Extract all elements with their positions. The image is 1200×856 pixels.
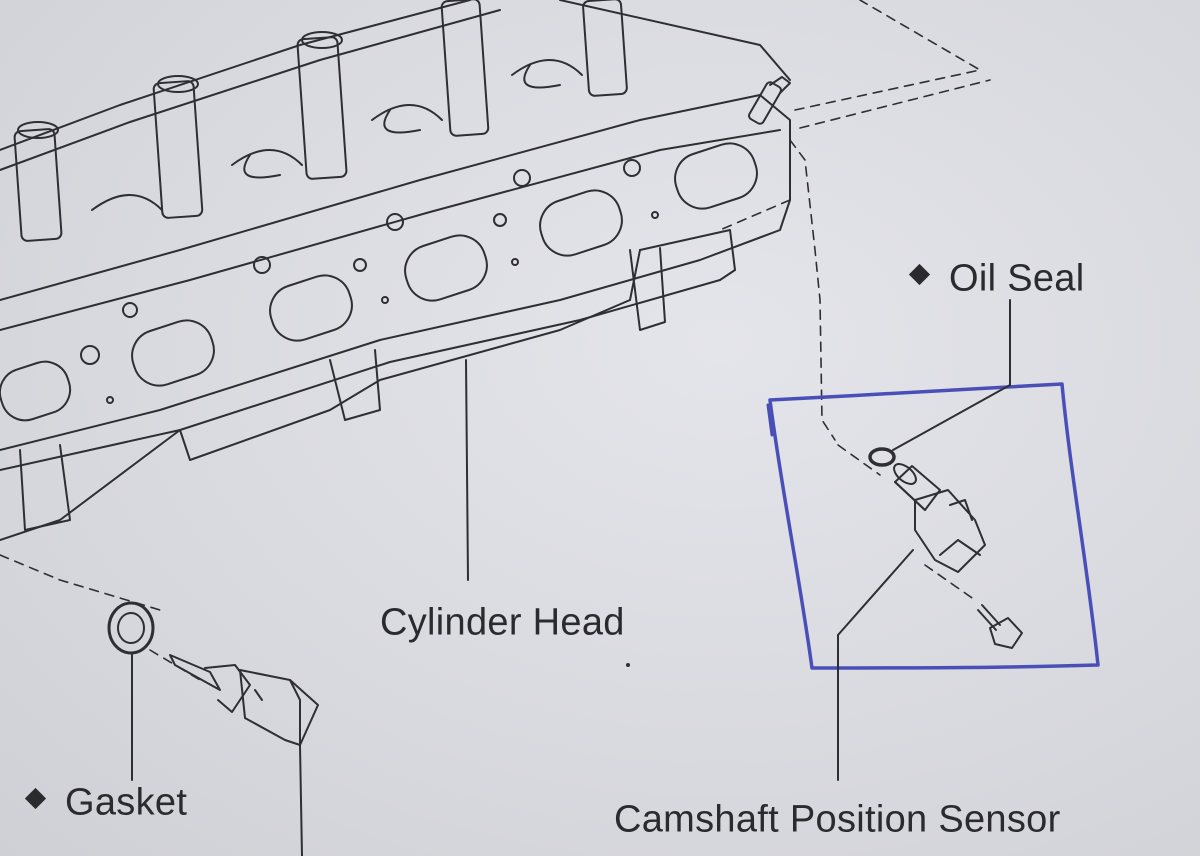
oil-seal-label: Oil Seal (908, 256, 1085, 300)
diamond-icon (908, 264, 931, 286)
camshaft-sensor-illustration (868, 447, 1023, 649)
gasket-label-text: Gasket (65, 781, 188, 824)
cylinder-head-illustration (0, 0, 791, 541)
diamond-icon (24, 788, 47, 810)
cylinder-head-label: Cylinder Head (380, 600, 625, 644)
assembly-guide-lines (0, 0, 991, 681)
highlight-box (768, 382, 1100, 670)
oil-seal-label-text: Oil Seal (949, 257, 1085, 300)
camshaft-sensor-label-text: Camshaft Position Sensor (614, 798, 1061, 841)
cylinder-head-label-text: Cylinder Head (380, 601, 625, 644)
leader-lines (131, 299, 1011, 856)
coolant-sensor-illustration (169, 654, 319, 746)
gasket-illustration (107, 601, 155, 655)
gasket-label: Gasket (24, 780, 188, 824)
camshaft-sensor-label: Camshaft Position Sensor (614, 797, 1061, 841)
